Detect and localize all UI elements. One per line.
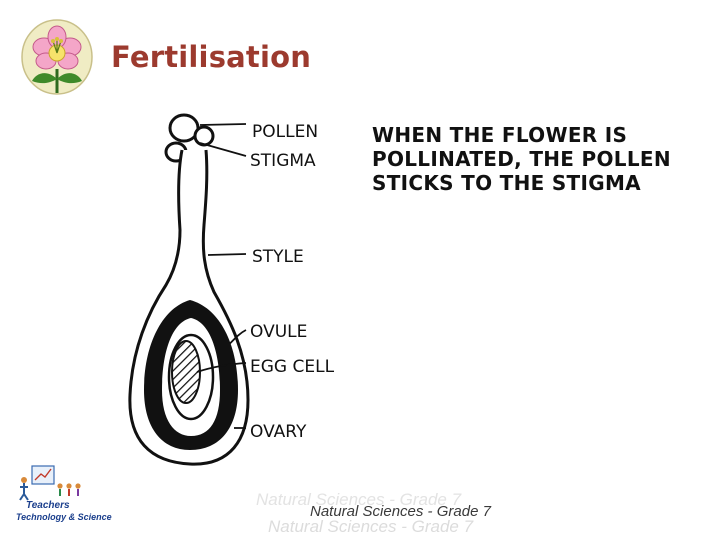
footer-ghost-text: Natural Sciences - Grade 7 (268, 517, 474, 536)
label-ovule: OVULE (250, 322, 307, 342)
tts-logo-icon (19, 465, 81, 501)
flower-logo-icon (21, 19, 93, 95)
ovary-wall (144, 300, 238, 450)
tts-logo-text: Teachers (26, 500, 70, 511)
label-pollen: POLLEN (252, 122, 318, 142)
pollen-grain (193, 125, 215, 147)
label-ovary: OVARY (250, 422, 307, 442)
egg-cell (171, 340, 201, 404)
caption-line: POLLINATED, THE POLLEN (372, 147, 671, 171)
page-title: Fertilisation (111, 40, 312, 74)
footer-text: Natural Sciences - Grade 7 (310, 503, 491, 520)
label-stigma: STIGMA (250, 151, 316, 171)
tts-logo-subtext: Technology & Science (16, 512, 112, 522)
label-style: STYLE (252, 247, 304, 267)
footer-ghost-text: Natural Sciences - Grade 7 (256, 490, 462, 509)
label-egg-cell: EGG CELL (250, 357, 335, 377)
caption-line: STICKS TO THE STIGMA (372, 171, 641, 195)
caption-line: WHEN THE FLOWER IS (372, 123, 628, 147)
